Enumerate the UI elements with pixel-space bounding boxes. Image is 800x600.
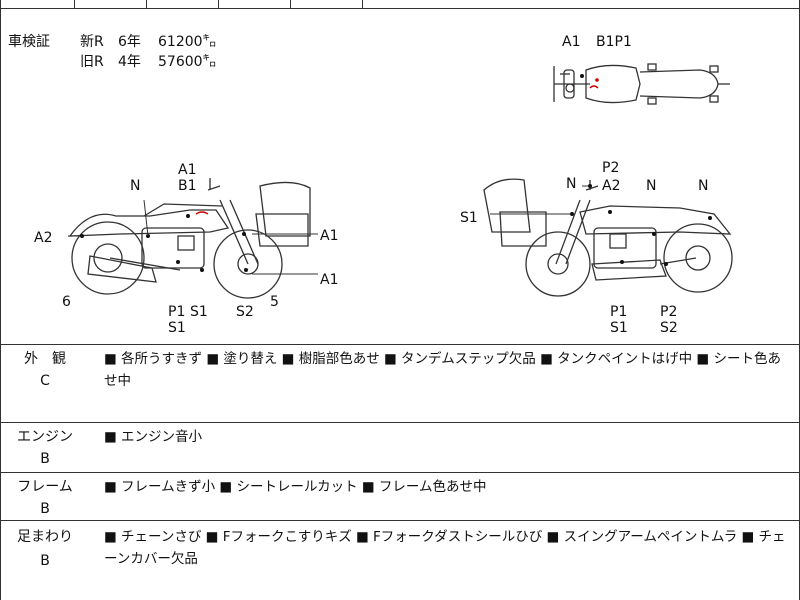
label-s1: S1 xyxy=(460,210,478,226)
header-divider xyxy=(362,0,363,8)
label-s1: S1 xyxy=(168,320,186,336)
inspection-years: 6年 xyxy=(118,34,141,50)
inspection-label: 車検証 xyxy=(8,34,50,50)
header-divider xyxy=(74,0,75,8)
section-border xyxy=(0,422,800,423)
section-border xyxy=(0,344,800,345)
top-border xyxy=(0,8,800,9)
label-a1: A1 xyxy=(178,162,197,178)
label-a1: A1 xyxy=(320,228,339,244)
label-s1: S1 xyxy=(610,320,628,336)
inspection-type: 旧R xyxy=(80,54,104,70)
motorcycle-top-view xyxy=(553,63,730,105)
section-notes: ■ エンジン音小 xyxy=(104,429,203,445)
label-a1: A1 xyxy=(320,272,339,288)
section-grade: C xyxy=(40,373,50,389)
label-b1: B1 xyxy=(178,178,197,194)
inspection-mileage: 61200㌔ xyxy=(158,34,217,50)
header-divider xyxy=(290,0,291,8)
label-s2: S2 xyxy=(660,320,678,336)
label-a1: A1 xyxy=(562,34,581,50)
label-s1: S1 xyxy=(190,304,208,320)
inspection-years: 4年 xyxy=(118,54,141,70)
label-p2: P2 xyxy=(602,160,620,176)
label-b1p1: B1P1 xyxy=(596,34,632,50)
inspection-mileage: 57600㌔ xyxy=(158,54,217,70)
section-title: 足まわり xyxy=(17,529,73,545)
label-a2: A2 xyxy=(34,230,53,246)
section-title: 外 観 xyxy=(24,351,66,367)
section-border xyxy=(0,520,800,521)
label-n: N xyxy=(566,176,577,192)
left-border xyxy=(0,0,1,600)
header-divider xyxy=(218,0,219,8)
label-6: 6 xyxy=(62,294,71,310)
inspection-type: 新R xyxy=(80,34,104,50)
section-title: フレーム xyxy=(17,479,73,495)
label-a2: A2 xyxy=(602,178,621,194)
label-p1: P1 xyxy=(610,304,628,320)
section-grade: B xyxy=(40,451,50,467)
label-p1: P1 xyxy=(168,304,186,320)
header-divider xyxy=(146,0,147,8)
label-p2: P2 xyxy=(660,304,678,320)
section-title: エンジン xyxy=(17,429,73,445)
label-s2: S2 xyxy=(236,304,254,320)
motorcycle-left-view xyxy=(68,178,318,299)
motorcycle-right-view xyxy=(483,178,733,297)
label-5: 5 xyxy=(270,294,279,310)
section-notes: ■ フレームきず小 ■ シートレールカット ■ フレーム色あせ中 xyxy=(104,479,487,495)
section-grade: B xyxy=(40,553,50,569)
section-notes: ■ 各所うすきず ■ 塗り替え ■ 樹脂部色あせ ■ タンデムステップ欠品 ■ … xyxy=(104,351,781,389)
label-n: N xyxy=(130,178,141,194)
label-n: N xyxy=(646,178,657,194)
section-grade: B xyxy=(40,501,50,517)
section-notes: ■ チェーンさび ■ Fフォークこすりキズ ■ Fフォークダストシールひび ■ … xyxy=(104,529,786,567)
label-n: N xyxy=(698,178,709,194)
section-border xyxy=(0,472,800,473)
